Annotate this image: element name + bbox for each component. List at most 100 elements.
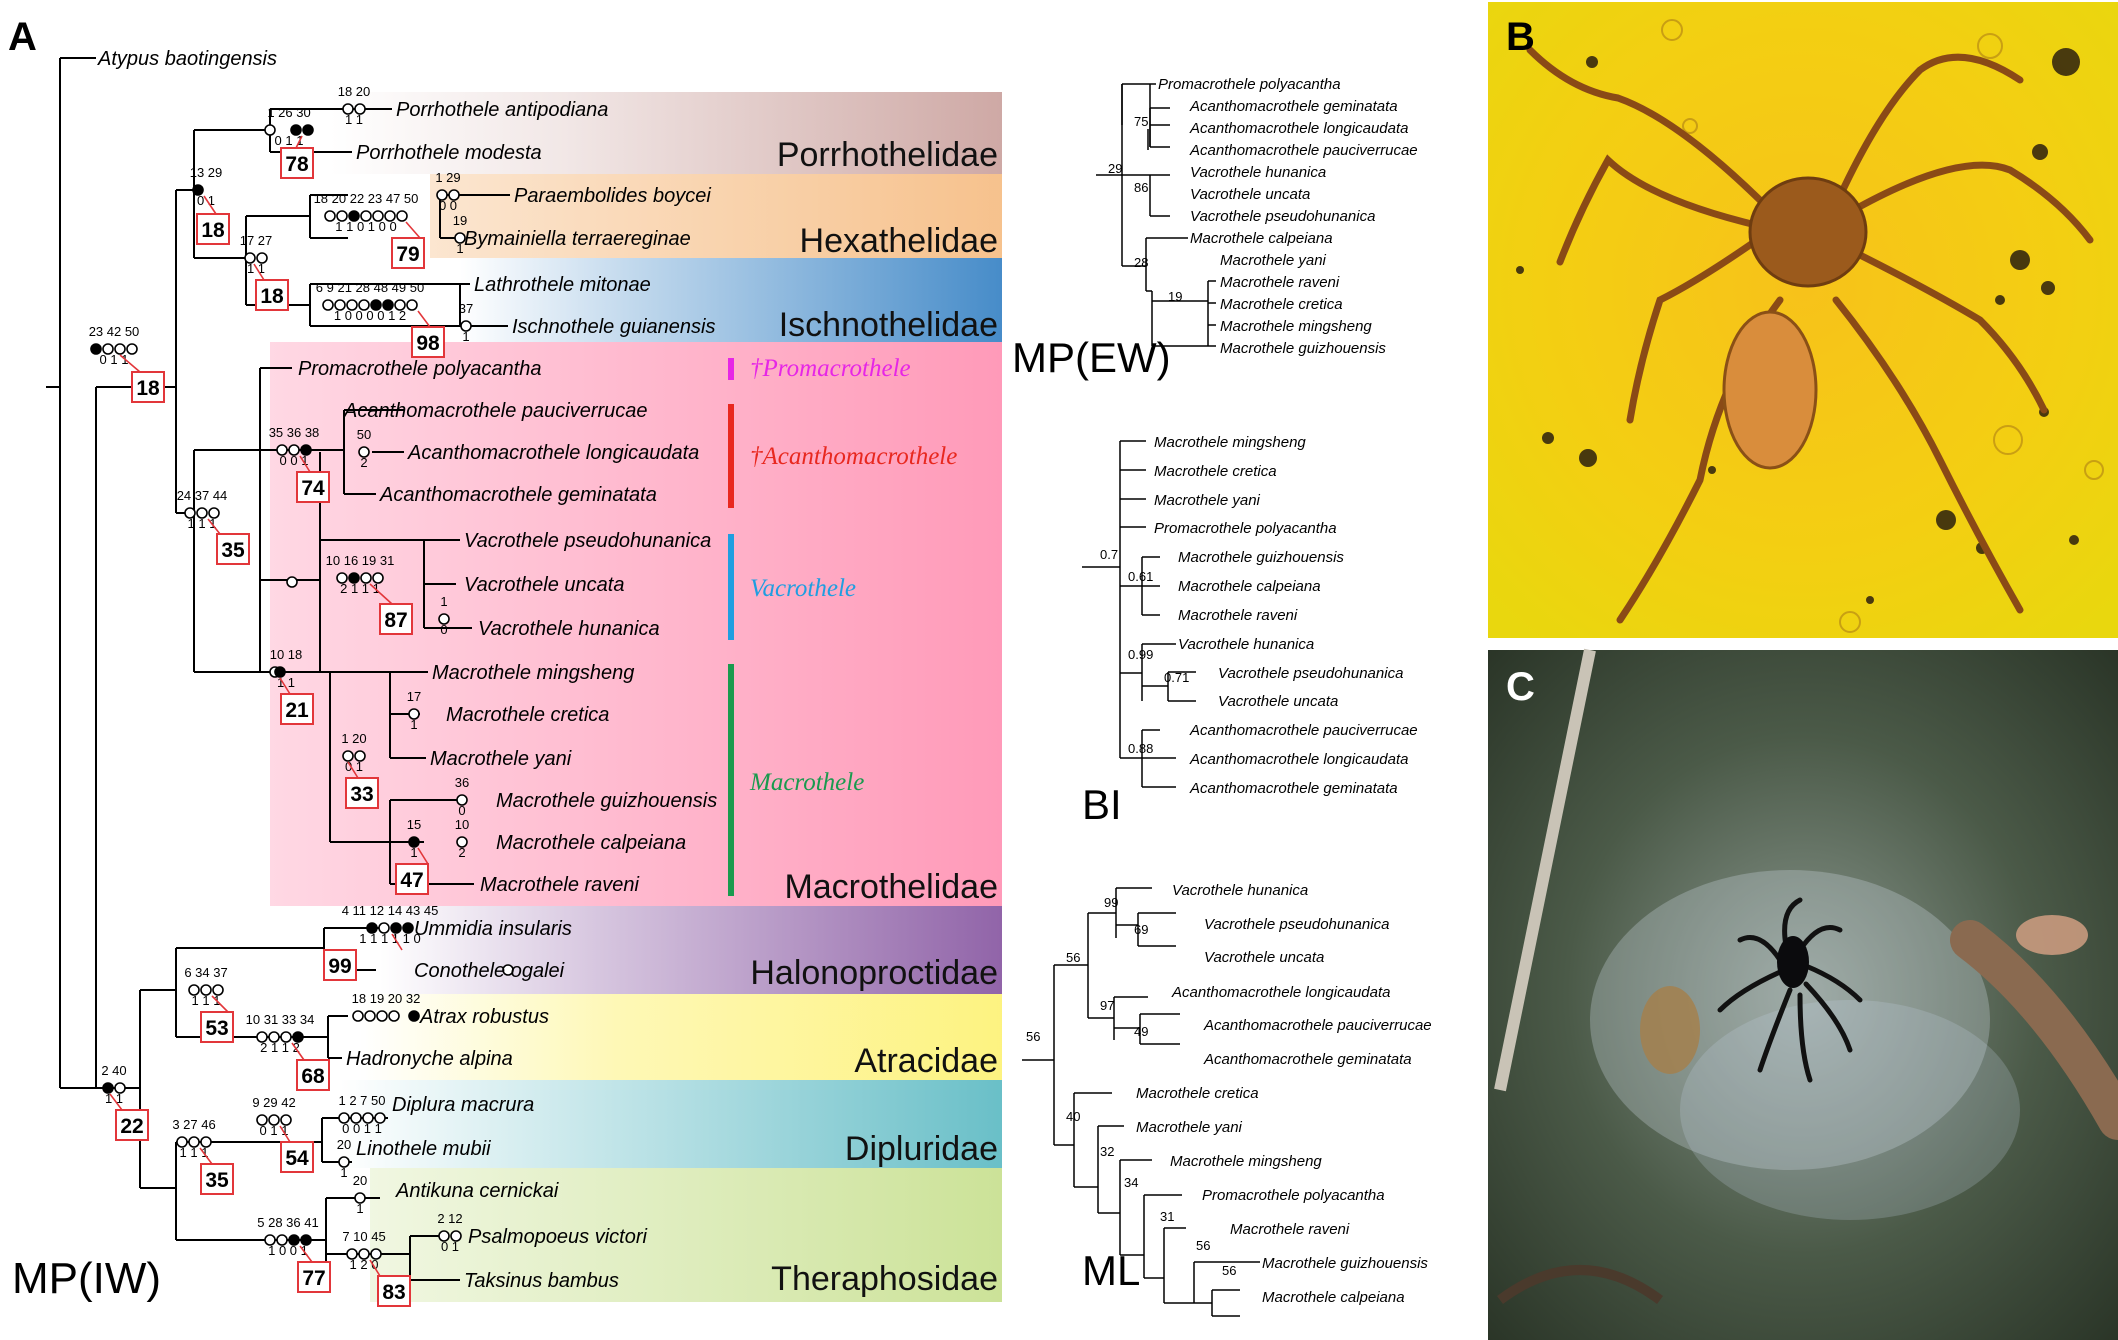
genus-label: Vacrothele xyxy=(750,575,856,602)
char-bot: 2 xyxy=(458,845,465,860)
panel-label-b: B xyxy=(1506,15,1535,59)
support-value: 99 xyxy=(328,955,351,978)
char-top: 1 20 xyxy=(341,731,366,746)
char-top: 1 26 30 xyxy=(267,105,310,120)
fossil-spider-legs xyxy=(1526,46,2094,624)
char-top: 18 20 22 23 47 50 xyxy=(314,191,419,206)
family-labels: Porrhothelidae Hexathelidae Ischnothelid… xyxy=(750,136,998,1298)
support-value: 21 xyxy=(285,699,309,722)
fossil-spider-carapace xyxy=(1748,176,1868,288)
char-top: 1 xyxy=(440,594,447,609)
taxon-label: Acanthomacrothele longicaudata xyxy=(407,442,699,464)
genus-bar-acanthomacrothele xyxy=(728,404,734,508)
char-bot: 1 xyxy=(356,1201,363,1216)
char-bot: 0 1 1 xyxy=(260,1123,289,1138)
genus-label: †Acanthomacrothele xyxy=(750,443,957,470)
taxon-label: Promacrothele polyacantha xyxy=(1154,520,1337,537)
taxon-label: Acanthomacrothele longicaudata xyxy=(1189,120,1408,137)
char-bot: 1 0 0 0 0 1 2 xyxy=(334,308,406,323)
genus-markers: †Promacrothele †Acanthomacrothele Vacrot… xyxy=(728,355,957,896)
taxon-label: Acanthomacrothele geminatata xyxy=(1189,98,1398,115)
char-top: 10 xyxy=(455,817,469,832)
support-value: 54 xyxy=(285,1147,309,1170)
panel-label-c: C xyxy=(1506,665,1535,709)
taxon-label: Porrhothele antipodiana xyxy=(396,99,608,121)
char-bot: 1 1 1 1 1 0 xyxy=(359,931,420,946)
char-bot: 0 1 1 xyxy=(275,133,304,148)
band-atracidae xyxy=(360,994,1002,1080)
char-top: 35 36 38 xyxy=(269,425,320,440)
char-top: 20 xyxy=(353,1173,367,1188)
taxon-label: Macrothele guizhouensis xyxy=(1178,549,1344,566)
taxon-label: Bymainiella terraereginae xyxy=(464,228,691,250)
spider-body xyxy=(1777,936,1809,988)
family-label: Atracidae xyxy=(854,1042,998,1080)
taxon-label: Macrothele yani xyxy=(1154,492,1261,509)
support-value: 56 xyxy=(1196,1238,1210,1253)
support-value: 98 xyxy=(416,332,440,355)
taxon-label: Promacrothele polyacantha xyxy=(298,358,541,380)
tree-ml: 56 99 69 56 97 49 40 32 34 31 56 56 Vacr… xyxy=(1022,882,1432,1317)
char-bot: 2 xyxy=(360,455,367,470)
taxon-label: Macrothele guizhouensis xyxy=(1262,1255,1428,1272)
char-top: 36 xyxy=(455,775,469,790)
family-label: Ischnothelidae xyxy=(779,306,998,344)
method-label-ml: ML xyxy=(1082,1247,1140,1294)
char-bot: 1 1 xyxy=(345,112,363,127)
taxon-label: Conothele ogalei xyxy=(414,960,565,982)
support-value: 31 xyxy=(1160,1209,1174,1224)
taxon-label: Porrhothele modesta xyxy=(356,142,542,164)
taxon-label: Ischnothele guianensis xyxy=(512,316,715,338)
taxon-label: Psalmopoeus victori xyxy=(468,1226,648,1248)
taxon-label: Atypus baotingensis xyxy=(97,48,277,70)
support-value: 19 xyxy=(1168,289,1182,304)
taxon-label: Diplura macrura xyxy=(392,1094,534,1116)
support-value: 35 xyxy=(221,539,245,562)
char-bot: 1 xyxy=(456,241,463,256)
char-top: 10 16 19 31 xyxy=(326,553,395,568)
char-top: 5 28 36 41 xyxy=(257,1215,318,1230)
support-value: 69 xyxy=(1134,922,1148,937)
taxon-label: Macrothele raveni xyxy=(480,874,640,896)
char-bot: 1 xyxy=(410,717,417,732)
family-label: Halonoproctidae xyxy=(750,954,998,992)
char-bot: 1 0 0 1 xyxy=(268,1243,308,1258)
genus-bar-vacrothele xyxy=(728,534,734,640)
char-top: 7 10 45 xyxy=(342,1229,385,1244)
support-value: 56 xyxy=(1222,1263,1236,1278)
char-bot: 0 1 xyxy=(197,193,215,208)
taxon-label: Ummidia insularis xyxy=(414,918,572,940)
taxon-label: Acanthomacrothele geminatata xyxy=(379,484,657,506)
support-value: 79 xyxy=(396,243,419,266)
support-value: 87 xyxy=(384,609,407,632)
taxon-label: Acanthomacrothele geminatata xyxy=(1203,1051,1412,1068)
genus-label: Macrothele xyxy=(749,769,864,796)
support-value: 75 xyxy=(1134,114,1148,129)
support-value: 0.99 xyxy=(1128,647,1153,662)
char-top: 20 xyxy=(337,1137,351,1152)
taxon-label: Macrothele raveni xyxy=(1230,1221,1350,1238)
char-bot: 1 xyxy=(462,329,469,344)
taxon-label: Macrothele calpeiana xyxy=(1190,230,1333,247)
taxon-label: Macrothele yani xyxy=(430,748,572,770)
twig xyxy=(1494,648,1596,1092)
taxon-label: Vacrothele pseudohunanica xyxy=(1218,665,1403,682)
support-value: 32 xyxy=(1100,1144,1114,1159)
taxon-label: Paraembolides boycei xyxy=(514,185,711,207)
genus-label: †Promacrothele xyxy=(750,355,911,382)
support-value: 35 xyxy=(205,1169,229,1192)
support-value: 99 xyxy=(1104,895,1118,910)
panel-b-photo: B xyxy=(1488,2,2118,638)
family-bands xyxy=(270,92,1002,1302)
taxon-label: Macrothele cretica xyxy=(1154,463,1277,480)
support-value: 33 xyxy=(350,783,373,806)
taxon-label: Macrothele raveni xyxy=(1178,607,1298,624)
char-top: 23 42 50 xyxy=(89,324,140,339)
support-value: 0.7 xyxy=(1100,547,1118,562)
taxon-label: Lathrothele mitonae xyxy=(474,274,651,296)
taxon-label: Taksinus bambus xyxy=(464,1270,619,1292)
support-value: 0.61 xyxy=(1128,569,1153,584)
taxon-label: Macrothele calpeiana xyxy=(1178,578,1321,595)
